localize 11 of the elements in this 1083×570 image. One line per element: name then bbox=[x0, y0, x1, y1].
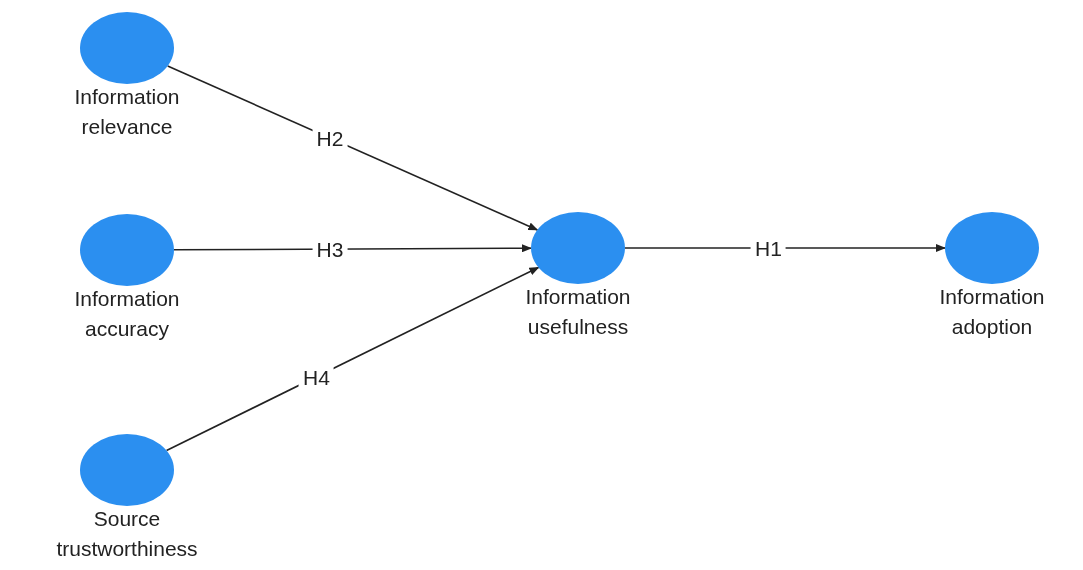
node-label: Information usefulness bbox=[524, 284, 632, 340]
arrow bbox=[166, 65, 539, 231]
arrow bbox=[173, 244, 532, 253]
edge-label: H4 bbox=[299, 366, 334, 388]
arrow bbox=[165, 266, 540, 452]
edge-label: H2 bbox=[312, 127, 348, 149]
node-label: Source trustworthiness bbox=[55, 506, 199, 562]
node-label: Information accuracy bbox=[73, 286, 181, 342]
arrow bbox=[624, 244, 946, 252]
node-label: Information relevance bbox=[73, 84, 181, 140]
node-label: Information adoption bbox=[938, 284, 1046, 340]
